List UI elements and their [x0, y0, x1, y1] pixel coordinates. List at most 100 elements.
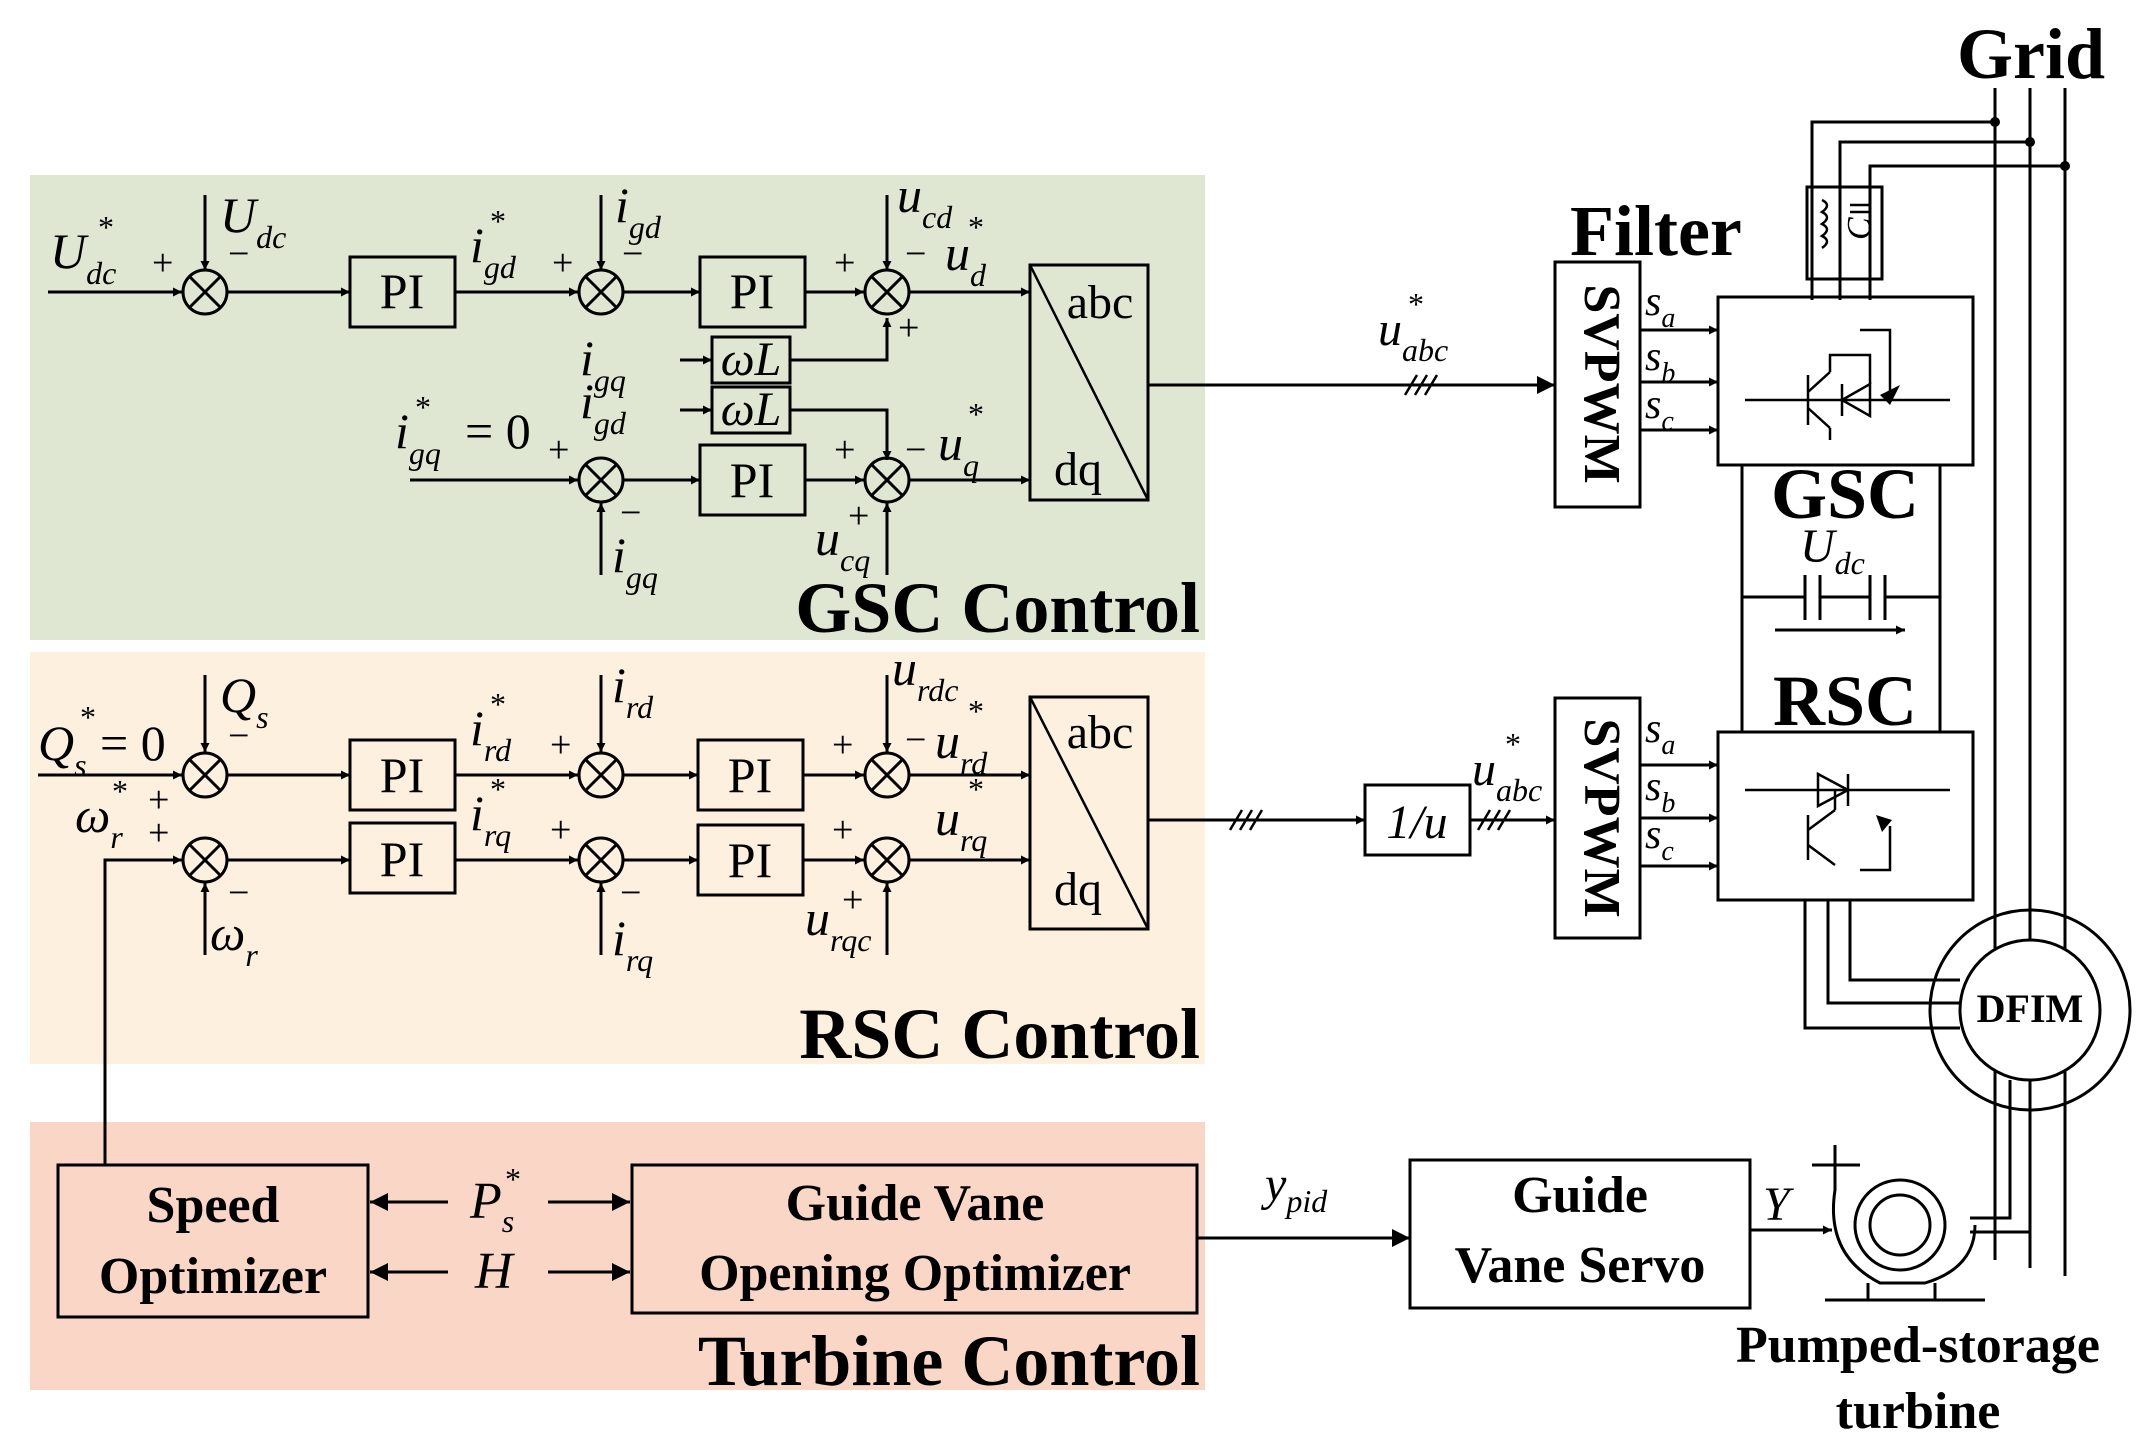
- ps-ref-label: Ps: [469, 1173, 514, 1239]
- ypid-label: ypid: [1260, 1158, 1328, 1219]
- udc-ref-label: Udc: [50, 223, 116, 291]
- svg-text:Opening Optimizer: Opening Optimizer: [699, 1245, 1131, 1302]
- udc-fb-label: Udc: [220, 187, 286, 255]
- igd-ref-label: igd: [470, 217, 517, 285]
- turbine-control-region: [30, 1122, 1205, 1390]
- svg-text:*: *: [112, 773, 128, 809]
- speed-optimizer-block: [56, 1163, 370, 1319]
- svg-text:+: +: [548, 429, 569, 471]
- igd-input-label: igd: [580, 373, 627, 441]
- hardware: Grid Filter C SVPWM uabc * sa sb sc: [1148, 14, 2132, 1440]
- svg-text:−: −: [622, 233, 643, 275]
- svg-text:*: *: [490, 686, 506, 722]
- svg-text:−: −: [620, 872, 641, 914]
- ud-ref-label: ud: [945, 225, 987, 293]
- svg-text:sa: sa: [1645, 706, 1675, 761]
- turbine-label-line1: Pumped-storage: [1736, 1317, 2100, 1374]
- urdc-label: urdc: [892, 640, 958, 708]
- irq-ref-label: irq: [470, 785, 511, 853]
- rsc-converter-label: RSC: [1773, 661, 1917, 741]
- svg-text:SVPWM: SVPWM: [1573, 284, 1630, 483]
- qs-fb-label: Qs: [220, 667, 269, 735]
- svg-text:ωL: ωL: [721, 333, 782, 386]
- gsc-dq-abc-transform: [1028, 263, 1150, 502]
- uabc-top-label: uabc: [1378, 303, 1448, 368]
- svg-text:abc: abc: [1067, 706, 1134, 759]
- svg-text:PI: PI: [380, 831, 424, 887]
- ucd-label: ucd: [897, 167, 953, 235]
- svg-text:+: +: [848, 495, 869, 537]
- svg-text:*: *: [968, 693, 984, 729]
- rsc-dq-abc-transform: [1028, 695, 1150, 931]
- svg-text:+: +: [842, 879, 863, 921]
- svg-text:+: +: [834, 242, 855, 284]
- svg-text:+: +: [834, 429, 855, 471]
- svg-text:+: +: [148, 812, 169, 854]
- svg-text:*: *: [80, 699, 96, 735]
- dfim-label: DFIM: [1977, 986, 2084, 1031]
- svg-text:*: *: [1505, 726, 1521, 762]
- svg-text:−: −: [905, 719, 926, 761]
- ucq-label: ucq: [815, 510, 870, 578]
- svg-text:*: *: [968, 209, 984, 245]
- uq-ref-label: uq: [938, 415, 979, 483]
- svg-text:sa: sa: [1645, 279, 1675, 334]
- svg-text:1/u: 1/u: [1386, 796, 1447, 849]
- svg-text:= 0: = 0: [100, 715, 166, 771]
- svg-text:Optimizer: Optimizer: [99, 1248, 327, 1305]
- svg-text:−: −: [620, 492, 641, 534]
- svg-text:abc: abc: [1067, 276, 1134, 329]
- svg-text:+: +: [552, 242, 573, 284]
- svg-text:*: *: [968, 396, 984, 432]
- svg-text:*: *: [1408, 286, 1424, 322]
- svg-text:SVPWM: SVPWM: [1573, 718, 1630, 917]
- svg-text:PI: PI: [730, 452, 774, 508]
- rsc-converter: [1716, 730, 1975, 902]
- svg-text:+: +: [148, 779, 169, 821]
- svg-text:Speed: Speed: [147, 1177, 280, 1234]
- filter-label: Filter: [1570, 191, 1742, 271]
- svg-text:dq: dq: [1054, 863, 1102, 916]
- gsc-converter: [1716, 295, 1975, 467]
- svg-text:*: *: [505, 1161, 521, 1197]
- svg-text:PI: PI: [730, 263, 774, 319]
- svg-text:sb: sb: [1645, 764, 1675, 819]
- turbine-control: Speed Optimizer Guide Vane Opening Optim…: [56, 1158, 1832, 1319]
- svg-text:Vane Servo: Vane Servo: [1455, 1237, 1706, 1294]
- svg-text:+: +: [832, 724, 853, 766]
- svg-text:+: +: [550, 724, 571, 766]
- wr-fb-label: ωr: [210, 905, 258, 973]
- igq-ref-label: igq: [395, 403, 441, 471]
- svg-text:sc: sc: [1645, 382, 1674, 437]
- igd-fb-label: igd: [615, 177, 662, 245]
- svg-text:sb: sb: [1645, 334, 1675, 389]
- svg-text:= 0: = 0: [465, 403, 531, 459]
- udc-link-label: Udc: [1800, 520, 1865, 581]
- svg-text:−: −: [228, 715, 249, 757]
- svg-text:−: −: [905, 429, 926, 471]
- svg-text:PI: PI: [728, 832, 772, 888]
- svg-text:PI: PI: [380, 263, 424, 319]
- gsc-control-region: [30, 175, 1205, 640]
- svg-text:sc: sc: [1645, 812, 1674, 867]
- rsc-control-label: RSC Control: [799, 994, 1200, 1074]
- svg-text:+: +: [832, 809, 853, 851]
- turbine-label-line2: turbine: [1836, 1383, 2001, 1440]
- filter-block: [1805, 185, 1884, 281]
- svg-text:ωL: ωL: [721, 383, 782, 436]
- y-label: Y: [1763, 1178, 1794, 1231]
- rsc-control: Qs * = 0 Qs − PI ird * + ird PI + urdc −…: [38, 640, 1150, 1165]
- urq-ref-label: urq: [935, 790, 987, 858]
- urd-ref-label: urd: [935, 713, 988, 781]
- ird-fb-label: ird: [612, 657, 654, 725]
- grid-label: Grid: [1957, 14, 2105, 94]
- svg-text:*: *: [415, 389, 431, 425]
- svg-text:*: *: [968, 771, 984, 807]
- svg-text:+: +: [550, 809, 571, 851]
- svg-text:Guide Vane: Guide Vane: [786, 1175, 1045, 1232]
- svg-text:dq: dq: [1054, 443, 1102, 496]
- guide-vane-servo-block: [1408, 1158, 1752, 1310]
- svg-text:PI: PI: [728, 747, 772, 803]
- svg-text:−: −: [228, 872, 249, 914]
- uabc-bot-label: uabc: [1472, 743, 1542, 808]
